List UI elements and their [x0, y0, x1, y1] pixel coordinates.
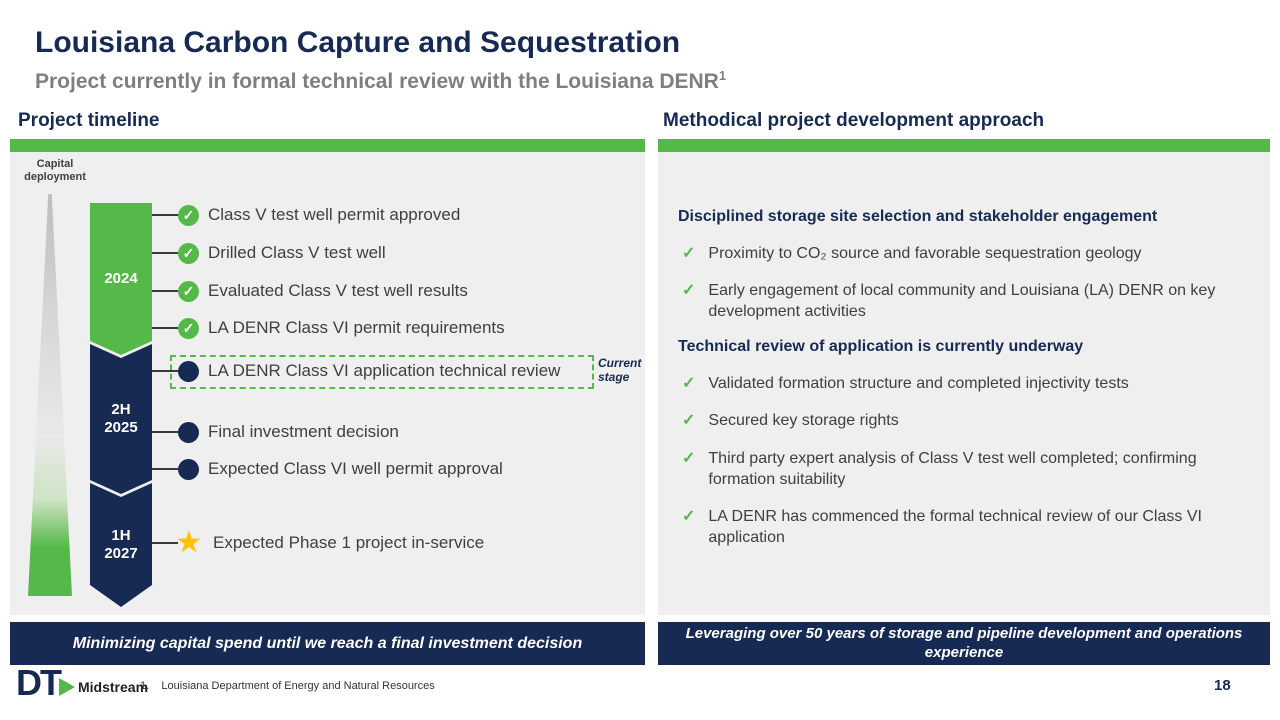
timeline-section-title: Project timeline	[18, 110, 160, 131]
milestone-label: Class V test well permit approved	[208, 205, 461, 224]
logo-dt-text: DT	[16, 662, 62, 703]
logo-triangle-icon	[59, 678, 75, 697]
milestone-row: Expected Phase 1 project in-service	[152, 529, 484, 557]
current-stage-label: Current stage	[598, 356, 642, 384]
page-subtitle: Project currently in formal technical re…	[35, 68, 726, 94]
capital-deployment-funnel	[28, 194, 72, 596]
bullet-item: Secured key storage rights	[682, 410, 1246, 431]
check-icon	[682, 373, 695, 394]
check-icon	[682, 506, 695, 527]
bullet-text: Validated formation structure and comple…	[708, 375, 1129, 393]
check-icon	[682, 410, 695, 431]
bullet-text: LA DENR has commenced the formal technic…	[708, 507, 1202, 546]
timeline-segment-1h-2027: 1H 2027	[90, 483, 152, 607]
check-icon	[682, 448, 695, 469]
milestone-row: Evaluated Class V test well results	[152, 277, 468, 305]
approach-section-title: Methodical project development approach	[663, 110, 1045, 131]
footnote: 1. Louisiana Department of Energy and Na…	[140, 680, 435, 692]
logo-midstream-text: Midstream	[78, 679, 149, 696]
connector-line	[152, 327, 178, 329]
approach-panel: Disciplined storage site selection and s…	[658, 152, 1270, 615]
milestone-check-icon	[178, 280, 199, 302]
bullet-text: Secured key storage rights	[708, 412, 899, 430]
bullet-text: Proximity to CO₂ source and favorable se…	[708, 245, 1142, 262]
connector-line	[152, 370, 178, 372]
milestone-dot-icon	[178, 360, 199, 382]
milestone-label: Expected Phase 1 project in-service	[213, 533, 485, 552]
milestone-star-icon	[174, 533, 204, 554]
bullet-item: Early engagement of local community and …	[682, 280, 1246, 322]
timeline-panel: Capital deployment 2024 2H 2025 1H 2027 …	[10, 152, 645, 615]
approach-heading: Disciplined storage site selection and s…	[678, 208, 1158, 225]
connector-line	[152, 542, 178, 544]
milestone-check-icon	[178, 317, 199, 339]
timeline-banner: Minimizing capital spend until we reach …	[10, 622, 645, 665]
milestone-label: Final investment decision	[208, 422, 399, 441]
milestone-label: Expected Class VI well permit approval	[208, 459, 503, 478]
milestone-label: LA DENR Class VI application technical r…	[208, 361, 561, 380]
milestone-row: LA DENR Class VI permit requirements	[152, 314, 505, 342]
milestone-label: Drilled Class V test well	[208, 243, 386, 262]
page-number: 18	[1214, 677, 1231, 694]
approach-accent-bar	[658, 139, 1270, 152]
milestone-label: LA DENR Class VI permit requirements	[208, 318, 505, 337]
approach-heading: Technical review of application is curre…	[678, 338, 1084, 356]
page-title: Louisiana Carbon Capture and Sequestrati…	[35, 26, 681, 59]
connector-line	[152, 252, 178, 254]
milestone-dot-icon	[178, 421, 199, 443]
bullet-item: Third party expert analysis of Class V t…	[682, 448, 1246, 490]
bullet-item: LA DENR has commenced the formal technic…	[682, 506, 1246, 548]
bullet-text: Third party expert analysis of Class V t…	[708, 449, 1197, 488]
milestone-dot-icon	[178, 458, 199, 480]
milestone-row-current: LA DENR Class VI application technical r…	[152, 357, 560, 385]
connector-line	[152, 431, 178, 433]
milestone-label: Evaluated Class V test well results	[208, 281, 468, 300]
timeline-segment-2h-2025: 2H 2025	[90, 344, 152, 494]
connector-line	[152, 214, 178, 216]
milestone-check-icon	[178, 204, 199, 226]
approach-banner: Leveraging over 50 years of storage and …	[658, 622, 1270, 665]
footnote-reference: 1	[718, 68, 727, 83]
current-stage-box	[170, 355, 594, 389]
check-icon	[682, 280, 695, 301]
milestone-row: Class V test well permit approved	[152, 201, 460, 229]
timeline-segment-2024: 2024	[90, 203, 152, 355]
timeline-accent-bar	[10, 139, 645, 152]
milestone-row: Final investment decision	[152, 418, 399, 446]
milestone-row: Drilled Class V test well	[152, 239, 386, 267]
check-icon	[682, 243, 695, 264]
capital-deployment-label: Capital deployment	[24, 158, 86, 184]
bullet-text: Early engagement of local community and …	[708, 282, 1216, 321]
milestone-row: Expected Class VI well permit approval	[152, 455, 503, 483]
connector-line	[152, 468, 178, 470]
dt-midstream-logo: DT Midstream	[16, 662, 149, 703]
bullet-item: Validated formation structure and comple…	[682, 373, 1246, 394]
subtitle-text: Project currently in formal technical re…	[35, 70, 719, 93]
milestone-check-icon	[178, 242, 199, 264]
bullet-item: Proximity to CO₂ source and favorable se…	[682, 243, 1246, 264]
connector-line	[152, 290, 178, 292]
